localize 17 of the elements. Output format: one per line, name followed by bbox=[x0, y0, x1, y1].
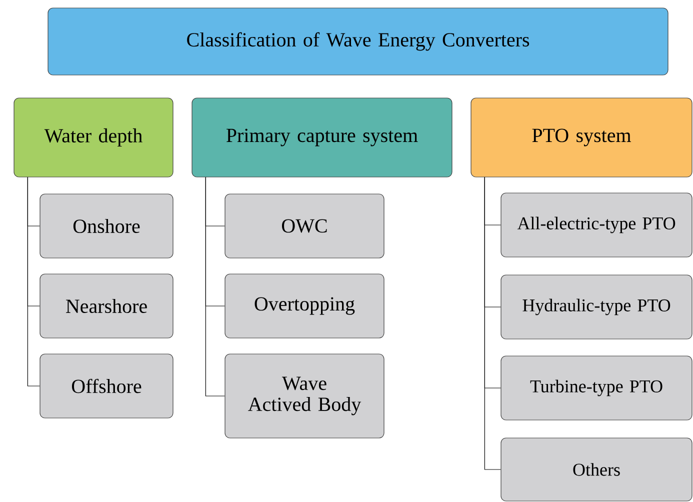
item-box: Onshore bbox=[40, 194, 174, 258]
item-box: Offshore bbox=[40, 354, 174, 418]
title-box: Classification of Wave Energy Converters bbox=[48, 8, 668, 76]
item-box: OWC bbox=[224, 194, 384, 258]
tree-connector bbox=[205, 177, 225, 396]
item-box: Turbine-type PTO bbox=[500, 356, 692, 420]
item-box: Overtopping bbox=[224, 274, 384, 338]
tree-connector bbox=[27, 177, 40, 386]
item-box: Nearshore bbox=[40, 274, 174, 338]
item-box: All-electric-type PTO bbox=[500, 192, 692, 258]
category-box: PTO system bbox=[470, 98, 692, 178]
category-box: Water depth bbox=[14, 98, 174, 178]
item-box: Wave Actived Body bbox=[224, 354, 384, 438]
item-box: Others bbox=[500, 438, 692, 502]
item-box: Hydraulic-type PTO bbox=[500, 274, 692, 340]
tree-connector bbox=[484, 177, 501, 470]
category-box: Primary capture system bbox=[192, 98, 452, 178]
